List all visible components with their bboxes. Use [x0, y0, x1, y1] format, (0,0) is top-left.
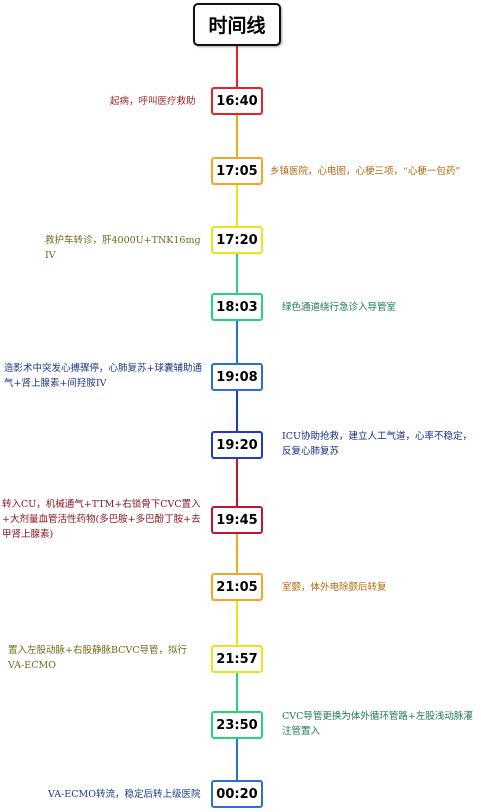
event-note: 造影术中突发心搏骤停，心肺复苏+球囊辅助通气+肾上腺素+间羟胺IV: [4, 363, 202, 389]
event-note: 绿色通道绕行急诊入导管室: [282, 302, 397, 313]
time-node: 17:20: [211, 226, 263, 254]
time-node: 23:50: [211, 711, 263, 739]
time-node: 21:57: [211, 645, 263, 673]
time-node: 16:40: [211, 87, 263, 115]
event-note: 室颤，体外电除颤后转复: [282, 582, 387, 593]
time-node: 19:45: [211, 506, 263, 534]
event-note: 救护车转诊，肝4000U+TNK16mg IV: [45, 235, 201, 261]
time-node: 19:20: [211, 431, 263, 459]
time-node: 19:08: [211, 363, 263, 391]
time-node: 18:03: [211, 293, 263, 321]
event-note: 置入左股动脉+右股静脉BCVC导管，拟行VA-ECMO: [8, 645, 188, 671]
event-note: VA-ECMO转流，稳定后转上级医院: [48, 789, 201, 800]
time-node: 00:20: [211, 780, 263, 808]
event-note: ICU协助抢救，建立人工气道，心率不稳定，反复心肺复苏: [282, 431, 473, 457]
event-note: CVC导管更换为体外循环管路+左股浅动脉灌注管置入: [282, 711, 473, 737]
timeline-title: 时间线: [193, 3, 281, 46]
time-node: 17:05: [211, 157, 263, 185]
time-node: 21:05: [211, 573, 263, 601]
event-note: 乡镇医院，心电图，心梗三项，“心梗一包药”: [270, 166, 461, 177]
event-note: 起病，呼叫医疗救助: [110, 96, 196, 107]
event-note: 转入CU，机械通气+TTM+右锁骨下CVC置入+大剂量血管活性药物(多巴胺+多巴…: [2, 499, 201, 540]
